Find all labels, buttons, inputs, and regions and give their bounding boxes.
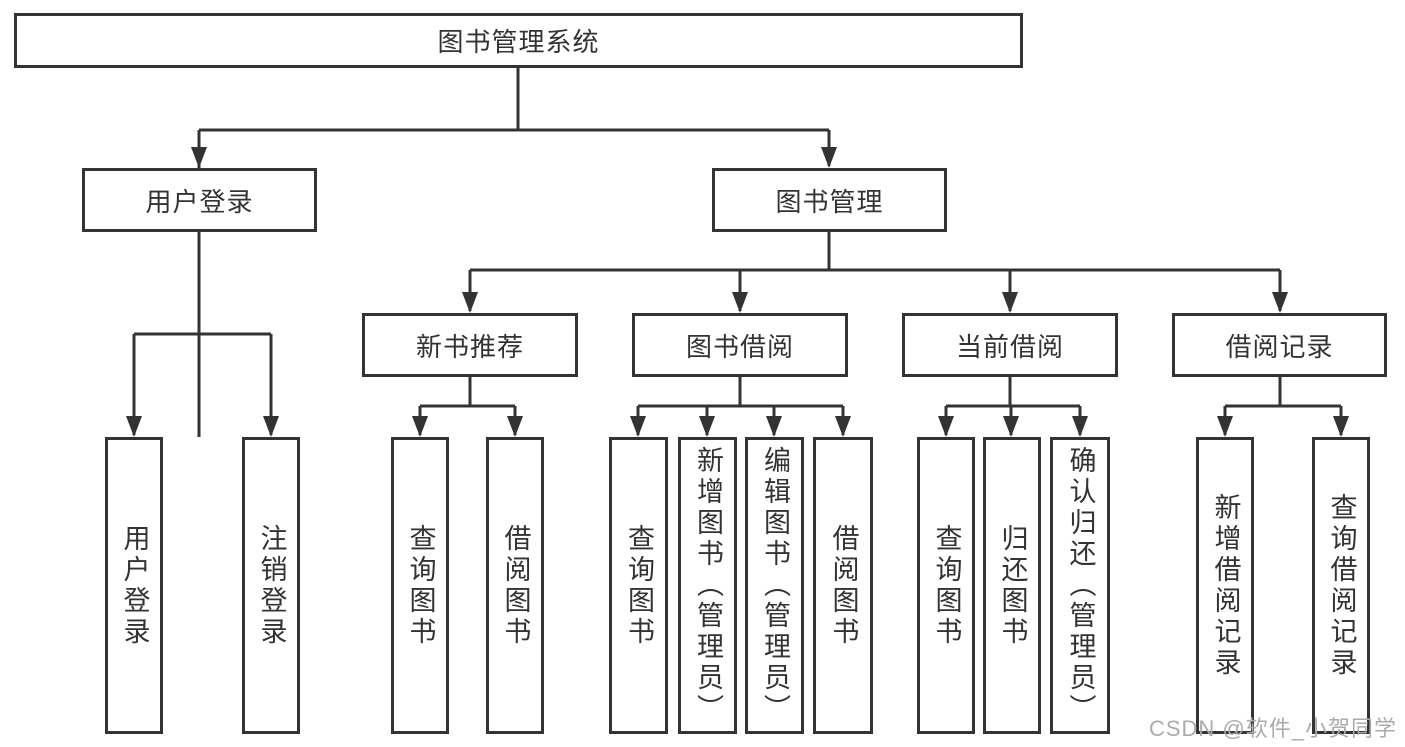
node-return-books: 归还图书 (983, 437, 1041, 734)
connector-user-login-children (126, 232, 279, 437)
watermark-text: CSDN @软件_小贺同学 (1148, 716, 1397, 741)
node-query-borrow-record: 查询借阅记录 (1312, 437, 1370, 734)
node-add-books-admin: 新增图书（管理员） (678, 437, 737, 734)
connector-root-to-level2 (191, 68, 837, 437)
node-edit-books-admin: 编辑图书（管理员） (745, 437, 804, 734)
connector-borrow-records-children (1217, 377, 1349, 437)
node-confirm-return-admin: 确认归还（管理员） (1050, 437, 1110, 734)
connector-book-mgmt-sections (462, 232, 1288, 313)
node-root: 图书管理系统 (14, 13, 1023, 68)
node-borrow-books-2: 借阅图书 (813, 437, 873, 734)
connector-book-borrow-children (630, 377, 851, 437)
node-logout-leaf: 注销登录 (242, 437, 300, 734)
node-book-mgmt: 图书管理 (712, 168, 947, 232)
node-borrow-books-1: 借阅图书 (486, 437, 544, 734)
connector-new-books-children (412, 377, 523, 437)
node-book-borrow: 图书借阅 (632, 313, 848, 377)
node-query-books-2: 查询图书 (609, 437, 668, 734)
node-query-books-3: 查询图书 (917, 437, 975, 734)
node-query-books-1: 查询图书 (391, 437, 449, 734)
connector-current-borrow-children (938, 377, 1088, 437)
node-current-borrow: 当前借阅 (902, 313, 1118, 377)
node-user-login: 用户登录 (82, 168, 317, 232)
node-user-login-leaf: 用户登录 (105, 437, 163, 734)
node-add-borrow-record: 新增借阅记录 (1196, 437, 1254, 734)
node-borrow-records: 借阅记录 (1172, 313, 1387, 377)
node-new-books: 新书推荐 (362, 313, 578, 377)
